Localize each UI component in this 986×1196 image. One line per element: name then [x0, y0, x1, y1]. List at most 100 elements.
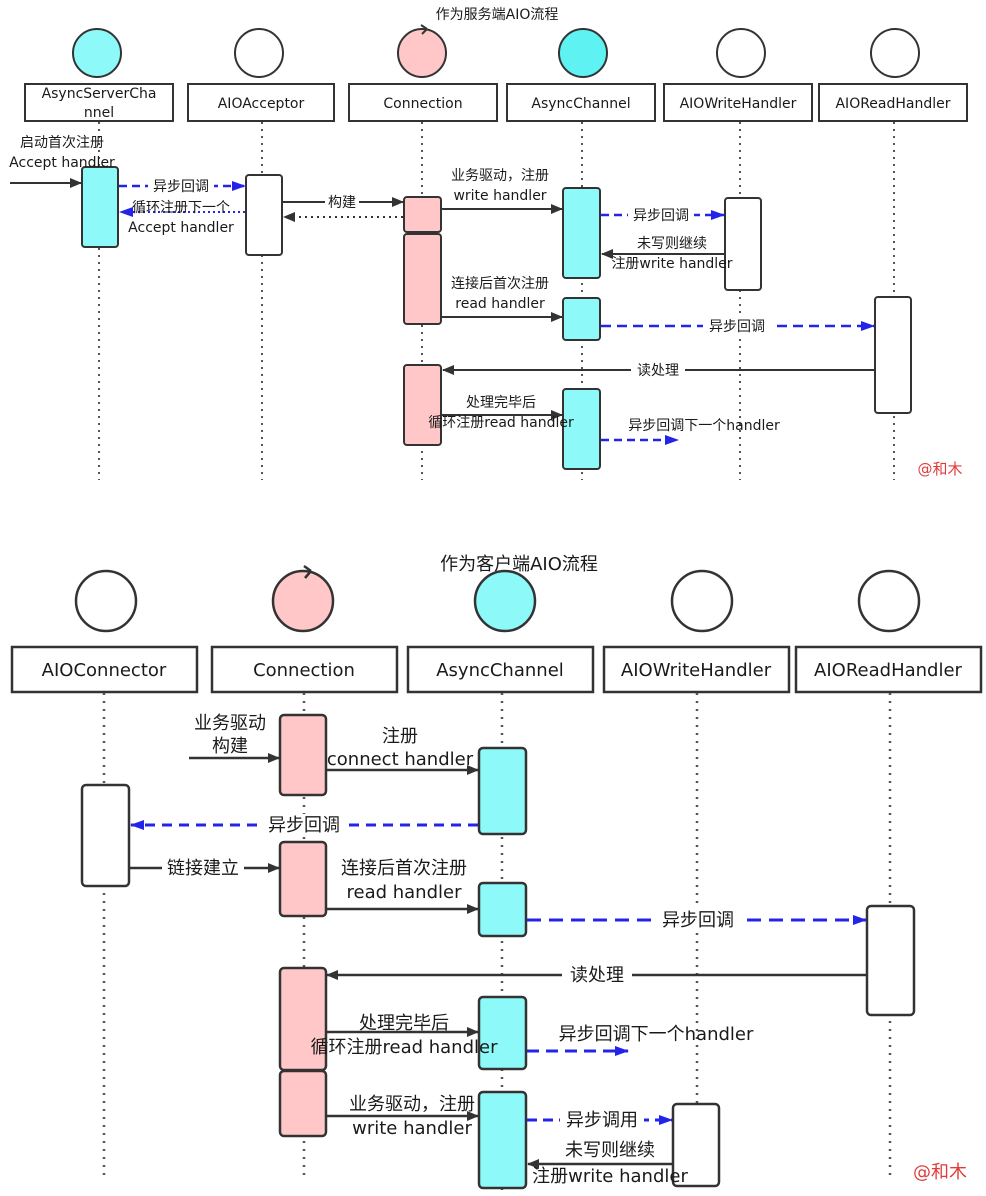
msg-loop-register-read: 处理完毕后 循环注册read handler [428, 395, 574, 431]
msg-async-callback-write: 异步回调 [601, 206, 725, 224]
activation-connection-1 [403, 196, 442, 233]
activation-asyncserverchannel [81, 166, 119, 248]
activation-asyncchannel-client-3 [477, 995, 528, 1071]
actor-box-aiowritehandler-client: AIOWriteHandler [602, 645, 791, 694]
svg-text:启动首次注册: 启动首次注册 [20, 135, 104, 151]
svg-text:业务驱动，注册: 业务驱动，注册 [349, 1094, 475, 1115]
actor-head-asyncserverchannel [72, 28, 122, 78]
activation-aioreadhandler [874, 296, 912, 414]
activation-aioreadhandler-client [865, 904, 916, 1017]
svg-text:异步回调下一个handler: 异步回调下一个handler [628, 418, 780, 434]
svg-text:AIOWriteHandler: AIOWriteHandler [621, 660, 772, 681]
client-aio-diagram: 作为客户端AIO流程 AIOConnector Connection Async… [10, 554, 983, 1190]
activation-connection-client-2 [278, 840, 328, 918]
actor-box-aioconnector: AIOConnector [10, 645, 199, 694]
svg-text:循环注册read handler: 循环注册read handler [310, 1037, 498, 1058]
svg-text:业务驱动: 业务驱动 [194, 713, 266, 734]
activation-asyncchannel-2 [562, 297, 601, 341]
actor-box-connection: Connection [348, 83, 498, 122]
watermark-bottom: @和木 [913, 1162, 967, 1183]
actor-box-aioacceptor: AIOAcceptor [187, 83, 335, 122]
svg-text:异步回调: 异步回调 [662, 910, 734, 931]
msg-first-register-read-client: 连接后首次注册 read handler [327, 858, 479, 914]
svg-text:构建: 构建 [212, 736, 248, 757]
msg-async-callback-connect: 异步回调 [130, 814, 478, 836]
activation-asyncchannel-client-1 [477, 746, 528, 836]
svg-text:write handler: write handler [453, 188, 546, 204]
actor-head-aioreadhandler-client [857, 569, 921, 633]
msg-async-callback-accept: 异步回调 [119, 177, 246, 195]
svg-text:AsyncChannel: AsyncChannel [436, 660, 564, 681]
actor-label-aioacceptor: AIOAcceptor [218, 96, 305, 112]
svg-text:write handler: write handler [352, 1118, 472, 1139]
actor-label-connection: Connection [383, 96, 462, 112]
actor-head-aiowritehandler-client [670, 569, 734, 633]
msg-build: 构建 [283, 193, 404, 211]
msg-async-callback-read-client: 异步回调 [527, 909, 867, 931]
actor-head-connection [397, 28, 447, 78]
msg-read-process-client: 读处理 [326, 963, 866, 986]
msg-next-handler-callback-client: 异步回调下一个handler [527, 1024, 754, 1056]
activation-connection-2 [403, 233, 442, 325]
activation-asyncchannel-3 [562, 388, 601, 470]
svg-text:处理完毕后: 处理完毕后 [466, 395, 536, 411]
svg-text:异步回调: 异步回调 [633, 208, 689, 224]
activation-asyncchannel-client-4 [477, 1090, 528, 1190]
svg-text:读处理: 读处理 [570, 965, 624, 986]
actor-label-asyncchannel: AsyncChannel [531, 96, 630, 112]
activation-connection-client-4 [278, 1069, 328, 1138]
svg-text:循环注册下一个: 循环注册下一个 [132, 200, 230, 216]
svg-text:链接建立: 链接建立 [167, 858, 239, 879]
msg-biz-register-write-client: 业务驱动，注册 write handler [327, 1094, 479, 1139]
msg-first-register-read: 连接后首次注册 read handler [442, 275, 563, 322]
svg-text:读处理: 读处理 [637, 362, 679, 379]
msg-next-handler-callback: 异步回调下一个handler [601, 418, 780, 445]
actor-box-connection-client: Connection [210, 645, 399, 694]
actor-head-connection-client [271, 569, 335, 633]
actor-head-aioconnector [74, 569, 138, 633]
svg-text:处理完毕后: 处理完毕后 [359, 1013, 449, 1034]
actor-label-aiowritehandler: AIOWriteHandler [680, 96, 797, 112]
svg-text:read handler: read handler [346, 882, 462, 903]
msg-async-invoke: 异步调用 [527, 1109, 673, 1131]
actor-box-aioreadhandler-client: AIOReadHandler [794, 645, 983, 694]
actor-head-aioacceptor [234, 28, 284, 78]
server-diagram-title: 作为服务端AIO流程 [436, 7, 559, 23]
svg-text:未写则继续: 未写则继续 [637, 235, 707, 252]
svg-text:异步回调: 异步回调 [268, 815, 340, 836]
msg-loop-register-read-client: 处理完毕后 循环注册read handler [310, 1013, 498, 1058]
actor-box-aiowritehandler: AIOWriteHandler [663, 83, 813, 122]
svg-text:注册: 注册 [382, 726, 418, 747]
svg-text:nnel: nnel [84, 105, 114, 121]
actor-head-asyncchannel [558, 28, 608, 78]
activation-asyncchannel-client-2 [477, 881, 528, 938]
activation-aioacceptor [245, 174, 283, 256]
msg-start-register: 启动首次注册 Accept handler [9, 135, 115, 188]
activation-aioconnector [80, 783, 131, 888]
msg-read-process: 读处理 [442, 361, 874, 379]
watermark-top: @和木 [917, 460, 962, 478]
svg-text:AIOConnector: AIOConnector [42, 660, 167, 681]
msg-biz-register-write: 业务驱动，注册 write handler [442, 168, 563, 214]
actor-box-asyncchannel: AsyncChannel [506, 83, 656, 122]
actor-head-aioreadhandler [870, 28, 920, 78]
activation-aiowritehandler-client [671, 1102, 721, 1188]
svg-text:异步调用: 异步调用 [566, 1110, 638, 1131]
svg-text:业务驱动，注册: 业务驱动，注册 [451, 168, 549, 184]
msg-biz-build: 业务驱动 构建 [189, 713, 280, 763]
connection-control-icon [420, 24, 428, 35]
activation-connection-3 [403, 364, 442, 446]
svg-text:循环注册read handler: 循环注册read handler [428, 415, 574, 431]
svg-text:Accept handler: Accept handler [9, 155, 115, 171]
actor-head-aiowritehandler [716, 28, 766, 78]
svg-text:read handler: read handler [455, 296, 545, 312]
actor-head-asyncchannel-client [473, 569, 537, 633]
activation-aiowritehandler [724, 197, 762, 291]
svg-text:注册write handler: 注册write handler [532, 1166, 688, 1187]
svg-text:注册write handler: 注册write handler [611, 256, 732, 272]
svg-text:未写则继续: 未写则继续 [565, 1140, 655, 1161]
server-aio-diagram: 作为服务端AIO流程 AsyncServerCha nnel AIOAccept… [9, 7, 968, 480]
msg-link-established: 链接建立 [130, 857, 280, 879]
svg-text:Connection: Connection [253, 660, 355, 681]
svg-text:AIOReadHandler: AIOReadHandler [814, 660, 962, 681]
